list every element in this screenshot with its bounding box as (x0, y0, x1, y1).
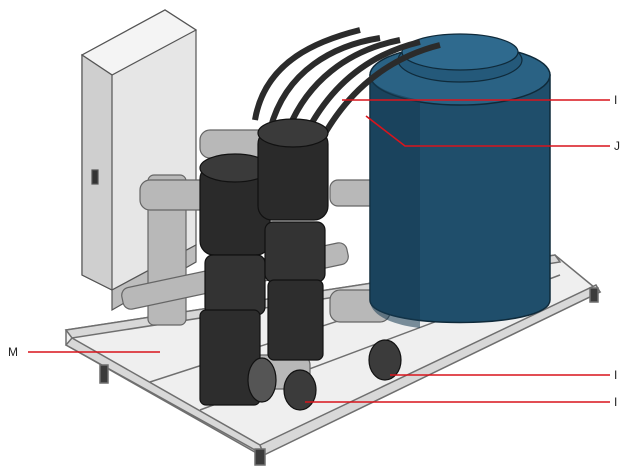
callout-label-right-1: I (614, 368, 617, 382)
callout-label-top-2: J (614, 139, 620, 153)
callout-label-top-1: I (614, 93, 617, 107)
water-tank (369, 33, 551, 328)
pump-motors (199, 118, 329, 406)
callout-leaders (28, 99, 610, 403)
outlet-fittings (247, 339, 402, 411)
callout-label-right-2: I (614, 395, 617, 409)
leader-top-2 (365, 115, 610, 147)
callout-labels: I J M I I (8, 93, 620, 409)
callout-label-left: M (8, 345, 18, 359)
